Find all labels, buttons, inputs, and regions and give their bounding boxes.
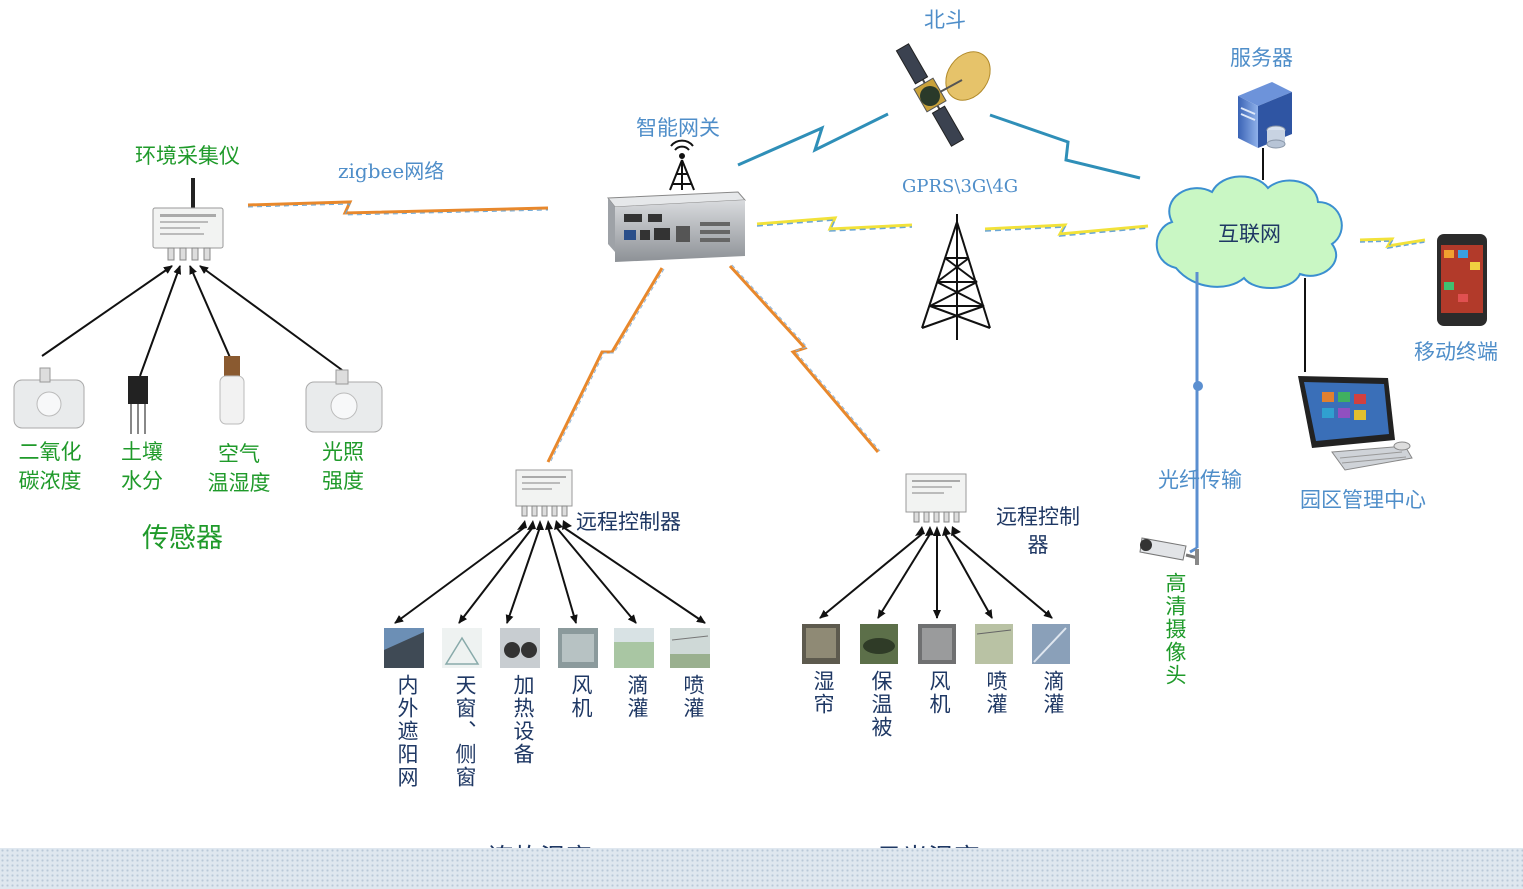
device-thumb-shade-net <box>384 628 424 668</box>
server-label: 服务器 <box>1230 46 1293 70</box>
sensors-title: 传感器 <box>142 523 223 554</box>
gateway-controller2-link <box>728 264 881 453</box>
device-thumb-heater <box>500 628 540 668</box>
internet-label: 互联网 <box>1218 222 1281 246</box>
controller-1-arrowheads-top <box>517 520 572 530</box>
zigbee-link <box>247 200 549 216</box>
device-thumb-spray-2 <box>975 624 1013 664</box>
tower-internet-link <box>984 223 1149 237</box>
device-label-fan-1: 风机 <box>569 674 593 720</box>
controller-2-arrowheads-top <box>915 526 961 536</box>
controller-2-arrows <box>819 533 1053 619</box>
sensor-label-soil: 土壤水分 <box>121 440 163 493</box>
camera-label: 高清摄像头 <box>1163 572 1187 687</box>
desktop-computer-icon <box>1298 376 1413 471</box>
device-thumb-wet-curtain <box>802 624 840 664</box>
internet-cloud <box>1155 175 1343 290</box>
controller-1-arrows <box>394 526 706 624</box>
device-label-spray-1: 喷灌 <box>681 674 705 720</box>
satellite-icon <box>895 43 991 147</box>
park-center-label: 园区管理中心 <box>1300 488 1426 512</box>
fiber-label: 光纤传输 <box>1158 468 1242 492</box>
remote-controller-2-label: 远程控制器 <box>996 505 1080 557</box>
device-thumb-windows <box>442 628 482 668</box>
gateway-tower-link <box>756 216 913 232</box>
device-label-wet-curtain: 湿帘 <box>811 670 835 716</box>
remote-controller-1-icon <box>515 469 573 517</box>
co2-sensor-icon <box>13 367 85 429</box>
device-label-fan-2: 风机 <box>927 670 951 716</box>
camera-icon <box>1139 537 1199 565</box>
device-thumb-insulation <box>860 624 898 664</box>
light-sensor-icon <box>305 369 383 433</box>
beidou-label: 北斗 <box>924 8 966 32</box>
gateway-satellite-link <box>737 112 889 167</box>
device-label-drip-2: 滴灌 <box>1041 670 1065 716</box>
gateway-controller1-link <box>546 267 665 464</box>
device-thumb-drip-1 <box>614 628 654 668</box>
device-label-heater: 加热设备 <box>511 674 535 766</box>
mobile-phone-icon <box>1437 234 1487 326</box>
remote-controller-1-label: 远程控制器 <box>576 510 681 534</box>
server-icon <box>1238 82 1292 149</box>
device-label-drip-1: 滴灌 <box>625 674 649 720</box>
device-label-spray-2: 喷灌 <box>984 670 1008 716</box>
mobile-label: 移动终端 <box>1414 340 1498 364</box>
device-thumb-fan-2 <box>918 624 956 664</box>
zigbee-label: zigbee网络 <box>338 159 445 183</box>
satellite-internet-link <box>989 113 1141 180</box>
sensor-label-co2: 二氧化碳浓度 <box>18 440 82 493</box>
device-label-insulation: 保温被 <box>869 670 893 739</box>
gateway-device-icon <box>607 191 747 262</box>
footer-band <box>0 848 1523 889</box>
device-thumb-fan-1 <box>558 628 598 668</box>
air-humidity-sensor-icon <box>219 356 245 425</box>
soil-moisture-sensor-icon <box>128 376 148 434</box>
device-label-windows: 天窗、侧窗 <box>453 674 477 789</box>
env-collector-label: 环境采集仪 <box>135 144 240 168</box>
sensor-label-light: 光照强度 <box>322 440 364 493</box>
internet-mobile-link <box>1359 237 1426 249</box>
gateway-label: 智能网关 <box>636 116 720 140</box>
cell-tower-icon <box>921 214 991 340</box>
device-label-shade-net: 内外遮阳网 <box>395 674 419 789</box>
env-collector-icon <box>152 178 224 261</box>
fiber-line <box>1189 272 1203 554</box>
remote-controller-2-icon <box>905 473 967 523</box>
gateway-antenna-icon <box>669 139 695 191</box>
sensor-arrows <box>41 265 343 377</box>
device-thumb-drip-2 <box>1032 624 1070 664</box>
sensor-label-air: 空气温湿度 <box>207 442 271 495</box>
gprs-label: GPRS\3G\4G <box>902 176 1019 197</box>
device-thumb-spray-1 <box>670 628 710 668</box>
